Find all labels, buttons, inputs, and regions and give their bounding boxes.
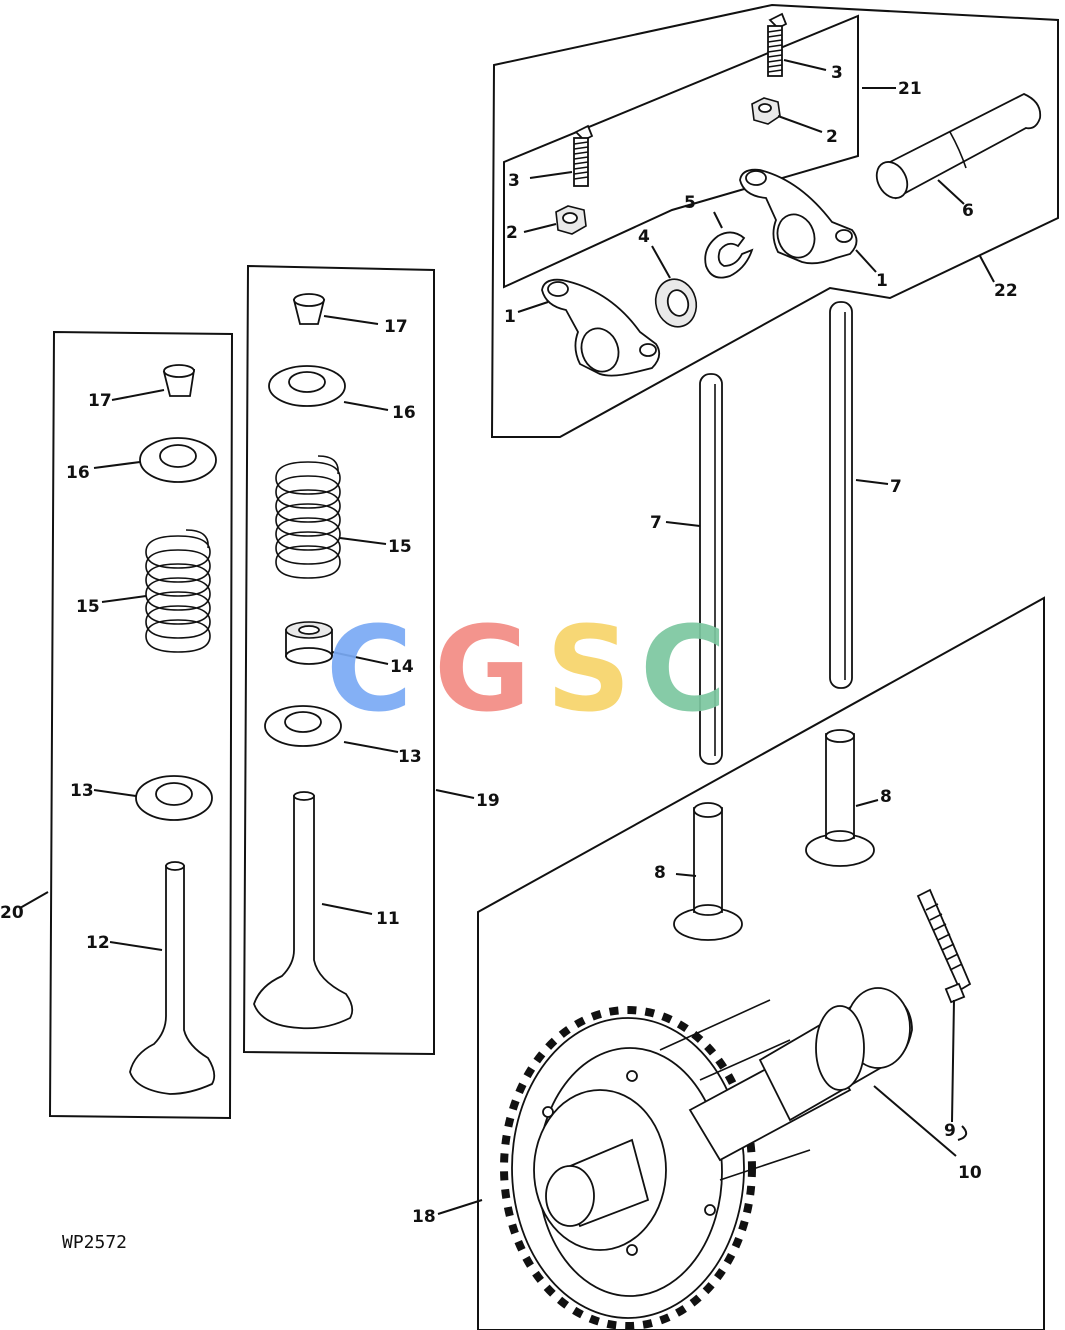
intake-valve-panel [48, 330, 234, 1120]
callout-label: 8 [654, 863, 666, 883]
exhaust-valve [253, 791, 354, 1030]
camshaft-gear [500, 987, 913, 1330]
callout-label: 16 [66, 463, 90, 483]
cam-follower-right [805, 729, 875, 867]
callout-label: 3 [508, 171, 520, 191]
callout-label: 16 [392, 403, 416, 423]
callout-labels: 3 21 2 6 3 5 2 4 1 22 1 17 16 15 14 13 1… [0, 63, 1018, 1227]
callout-label: 15 [388, 537, 412, 557]
callout-label: 5 [684, 193, 696, 213]
retaining-ring [704, 231, 754, 279]
callout-label: 9 [944, 1121, 956, 1141]
callout-label: 20 [0, 903, 24, 923]
watermark-letter-c1: C [326, 600, 413, 738]
callout-label: 7 [650, 513, 662, 533]
push-rod-right [829, 301, 853, 689]
leader-lines [19, 59, 995, 1215]
callout-label: 15 [76, 597, 100, 617]
callout-label: 10 [958, 1163, 982, 1183]
callout-label: 7 [890, 477, 902, 497]
callout-label: 4 [638, 227, 650, 247]
rocker-arm-panel [490, 3, 1059, 438]
callout-label: 17 [384, 317, 408, 337]
intake-valve [129, 861, 216, 1095]
spring-pin [916, 888, 972, 1004]
drawing-code: WP2572 [62, 1232, 127, 1253]
jam-nut-upper [751, 97, 781, 125]
callout-label: 17 [88, 391, 112, 411]
callout-label: 6 [962, 201, 974, 221]
valve-keeper-20 [162, 364, 196, 397]
valve-seal-washer-19 [264, 705, 342, 747]
rocker-arm-left [541, 278, 661, 377]
valve-seal-washer-20 [135, 775, 213, 821]
cgsc-watermark: C G S C [326, 600, 727, 738]
callout-label: 21 [898, 79, 922, 99]
callout-label: 19 [476, 791, 500, 811]
callout-label: 8 [880, 787, 892, 807]
callout-label: 14 [390, 657, 414, 677]
watermark-letter-g: G [434, 600, 531, 738]
rocker-arm-right [739, 168, 858, 265]
callout-label: 18 [412, 1207, 436, 1227]
callout-label: 11 [376, 909, 400, 929]
adjusting-screw-upper [767, 12, 788, 77]
jam-nut-lower [555, 205, 587, 235]
watermark-letter-s: S [546, 600, 631, 738]
callout-label: 3 [831, 63, 843, 83]
adjusting-screw-lower [573, 124, 594, 187]
valve-spring-19 [275, 455, 341, 579]
rocker-arm-shaft [875, 93, 1042, 200]
camshaft-panel [477, 596, 1045, 1330]
valve-rotator-14 [285, 621, 333, 665]
watermark-letter-c2: C [640, 600, 727, 738]
callout-label: 13 [398, 747, 422, 767]
callout-label: 2 [506, 223, 518, 243]
thrust-washer [654, 278, 698, 328]
callout-label: 13 [70, 781, 94, 801]
valve-spring-20 [145, 529, 211, 653]
callout-label: 1 [876, 271, 888, 291]
exhaust-valve-panel [242, 264, 435, 1056]
spring-retainer-19 [268, 365, 346, 407]
callout-label: 22 [994, 281, 1018, 301]
callout-label: 12 [86, 933, 110, 953]
callout-label: 2 [826, 127, 838, 147]
push-rod-left [699, 373, 723, 765]
callout-label: 1 [504, 307, 516, 327]
cam-follower-left [673, 802, 743, 941]
valve-keeper-19 [292, 293, 326, 325]
spring-retainer-20 [139, 437, 217, 483]
